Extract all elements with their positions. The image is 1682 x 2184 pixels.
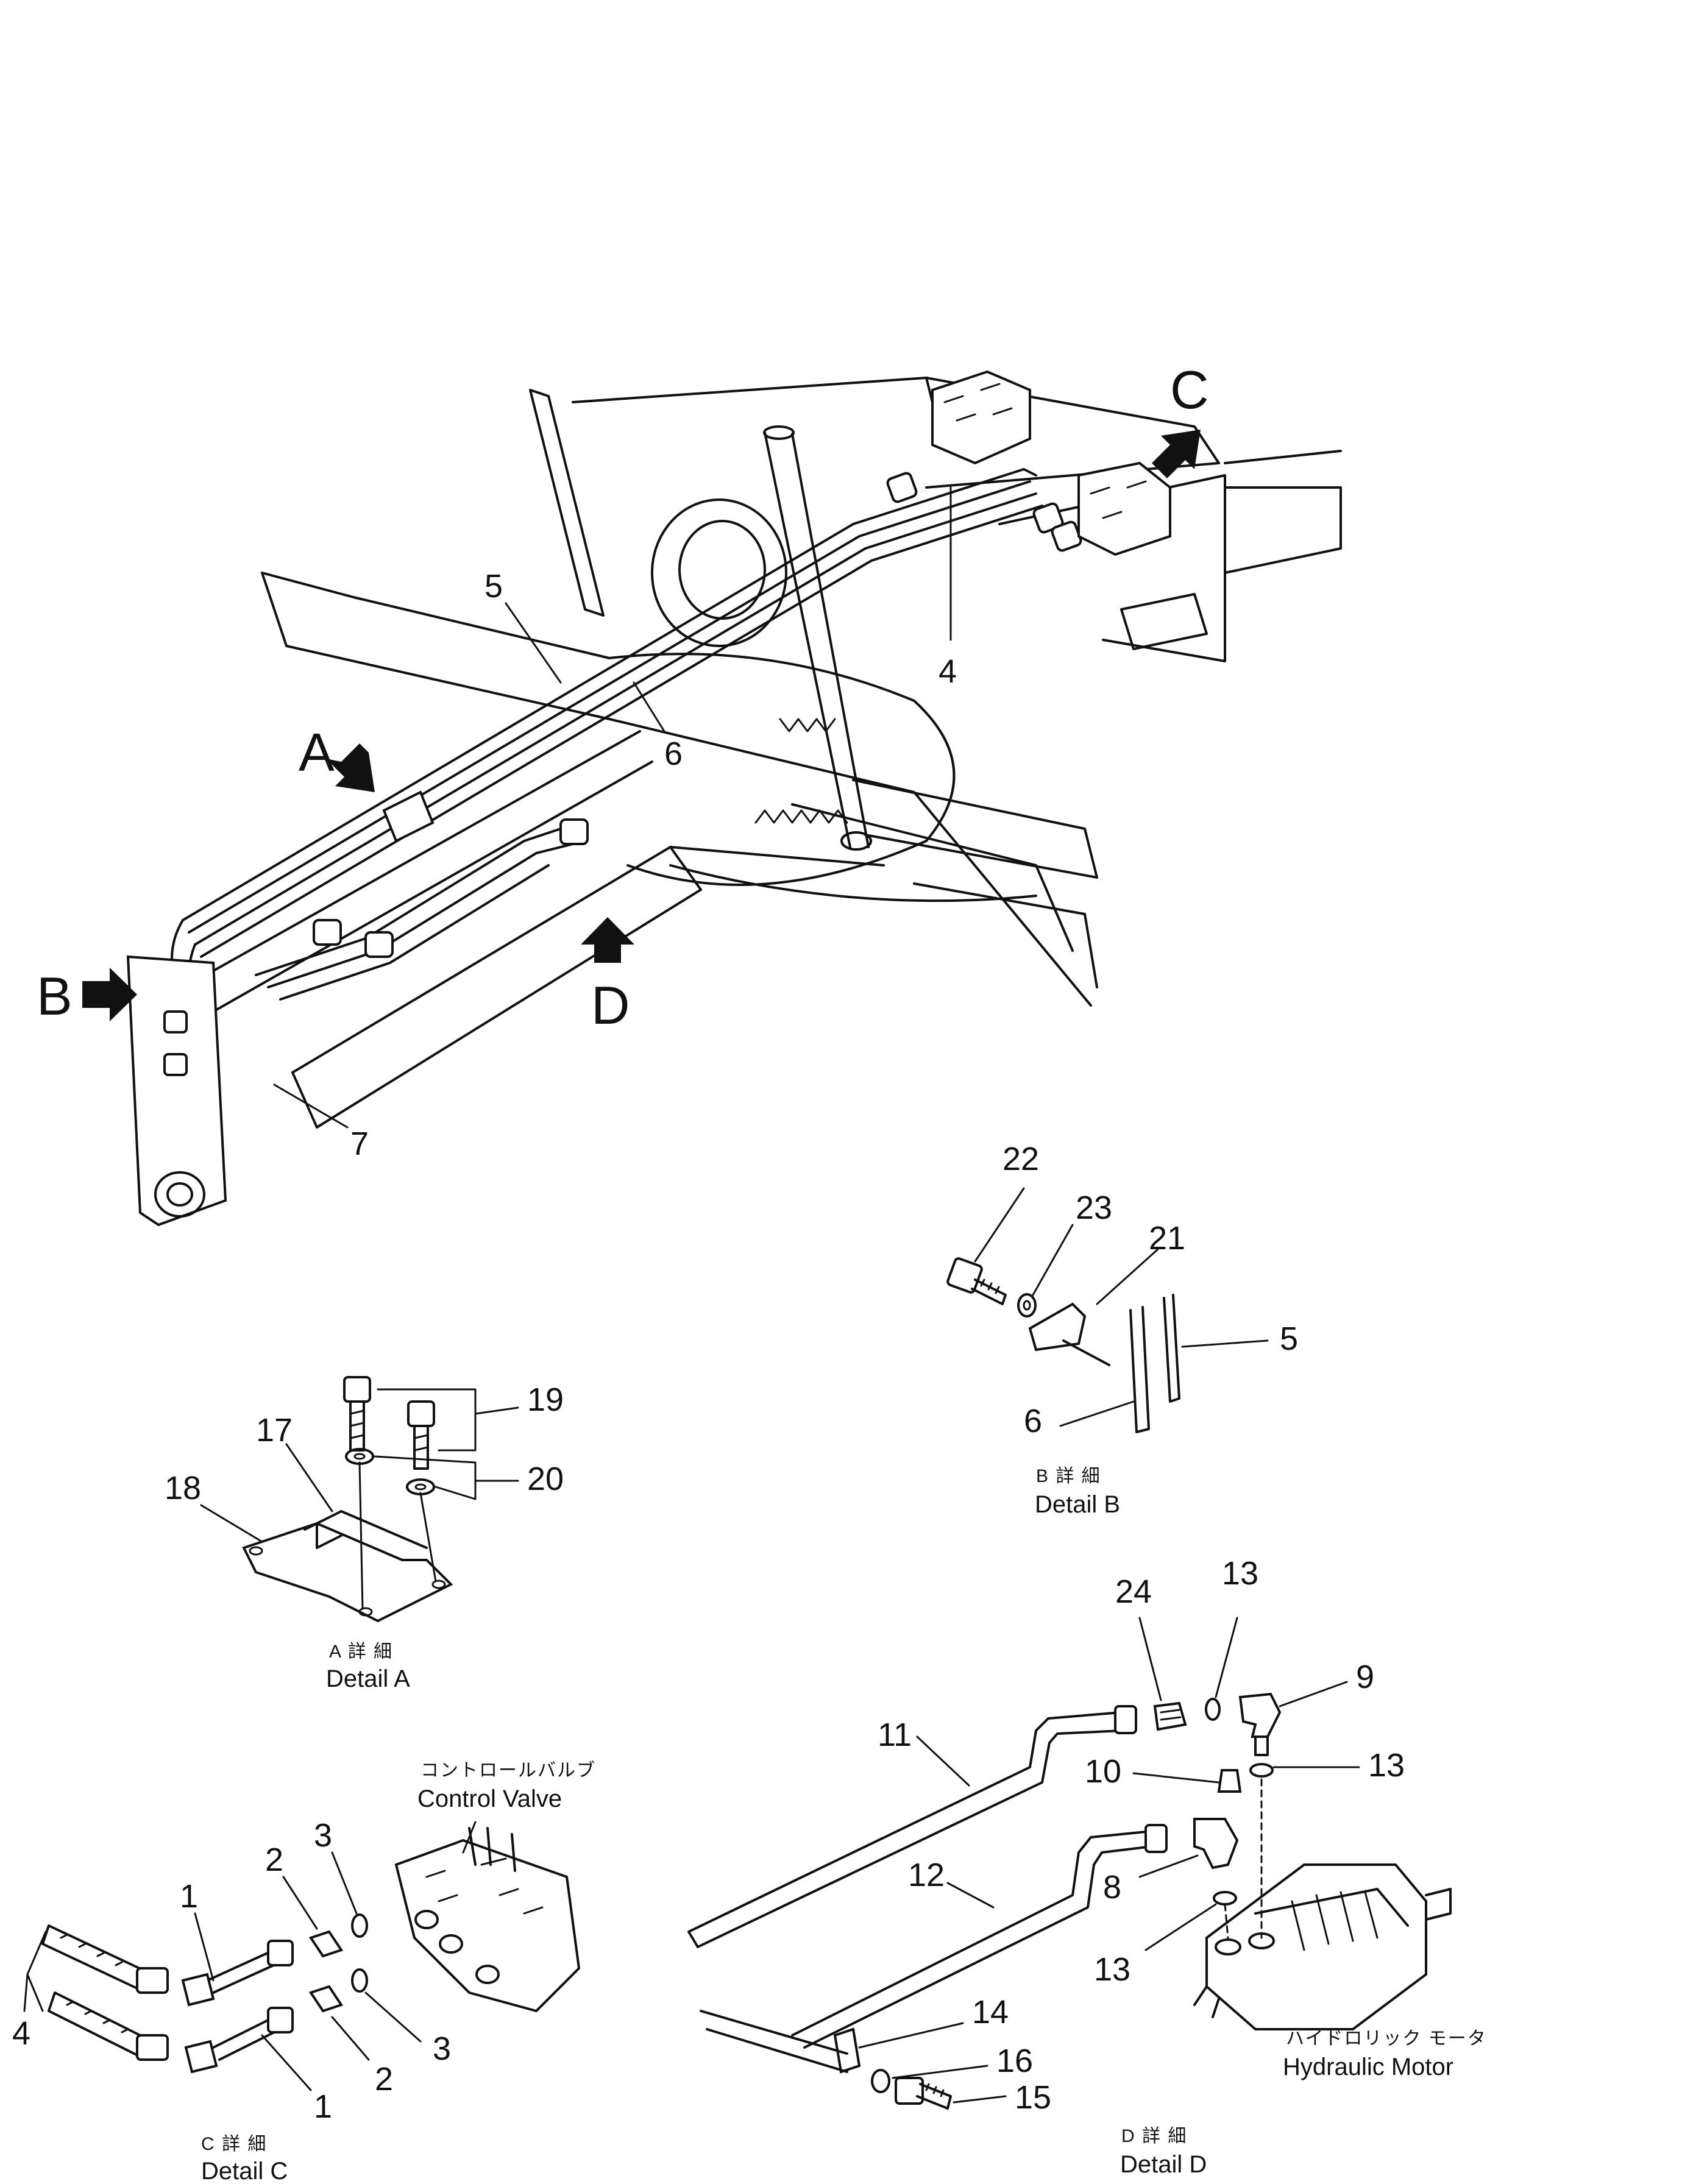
detail-b-caption-jp: B 詳 細 <box>1036 1466 1101 1486</box>
detail-d-caption-en: Detail D <box>1120 2151 1207 2178</box>
part-label-14: 14 <box>972 1994 1009 2030</box>
detail-c-caption-jp: C 詳 細 <box>201 2134 267 2154</box>
part-label-1-lower: 1 <box>314 2088 332 2125</box>
detail-d: 24 13 9 13 10 11 12 8 13 14 16 15 ハイドロリッ… <box>687 1555 1487 2178</box>
hydraulic-motor-label-en: Hydraulic Motor <box>1283 2054 1453 2080</box>
detail-c: 1 2 3 3 2 1 4 コントロールバルブ Control Valve C … <box>12 1760 596 2184</box>
part-label-22: 22 <box>1002 1141 1039 1177</box>
part-label-13-second: 13 <box>1368 1747 1405 1784</box>
part-label-18: 18 <box>165 1470 201 1506</box>
part-label-4: 4 <box>939 653 957 690</box>
part-label-19: 19 <box>527 1381 564 1418</box>
part-label-8: 8 <box>1103 1869 1121 1906</box>
part-label-3-upper: 3 <box>314 1817 332 1854</box>
part-label-5: 5 <box>484 568 503 604</box>
detail-d-caption-jp: D 詳 細 <box>1121 2126 1187 2146</box>
part-label-2-upper: 2 <box>265 1842 283 1878</box>
part-label-3-lower: 3 <box>433 2030 451 2067</box>
part-label-15: 15 <box>1015 2079 1051 2116</box>
control-valve-label-jp: コントロールバルブ <box>420 1760 596 1781</box>
part-label-6: 6 <box>664 736 683 772</box>
view-label-c: C <box>1170 360 1209 420</box>
main-assembly-view: C A B D 5 6 4 7 <box>37 360 1342 1227</box>
part-label-20: 20 <box>527 1461 564 1497</box>
detail-a: 19 20 17 18 A 詳 細 Detail A <box>165 1376 564 1692</box>
part-label-12: 12 <box>908 1857 945 1893</box>
part-label-17: 17 <box>256 1412 293 1448</box>
part-label-1-upper: 1 <box>180 1878 198 1915</box>
view-label-d: D <box>591 975 630 1035</box>
detail-c-caption-en: Detail C <box>201 2158 288 2184</box>
part-label-10: 10 <box>1085 1753 1121 1790</box>
part-label-5-detail-b: 5 <box>1280 1321 1298 1357</box>
part-label-24: 24 <box>1115 1573 1152 1610</box>
part-label-7: 7 <box>350 1126 369 1162</box>
part-label-6-detail-b: 6 <box>1024 1403 1042 1439</box>
part-label-2-lower: 2 <box>375 2061 393 2097</box>
view-c-arrow <box>1152 430 1201 478</box>
part-label-23: 23 <box>1076 1190 1112 1226</box>
detail-a-caption-jp: A 詳 細 <box>329 1642 393 1662</box>
view-label-b: B <box>37 966 73 1026</box>
view-d-arrow <box>581 917 634 963</box>
part-label-16: 16 <box>996 2043 1033 2079</box>
detail-a-caption-en: Detail A <box>326 1665 410 1692</box>
part-label-13-top: 13 <box>1222 1555 1258 1592</box>
part-label-4-detail-c: 4 <box>12 2015 30 2052</box>
part-label-9: 9 <box>1356 1659 1374 1695</box>
view-b-arrow <box>82 968 137 1021</box>
detail-b: 22 23 21 5 6 B 詳 細 Detail B <box>946 1141 1298 1518</box>
part-label-13-lower: 13 <box>1094 1951 1130 1988</box>
view-label-a: A <box>299 722 335 782</box>
hydraulic-motor-label-jp: ハイドロリック モータ <box>1286 2029 1487 2049</box>
part-label-21: 21 <box>1149 1220 1185 1257</box>
part-label-11: 11 <box>878 1717 912 1753</box>
detail-b-caption-en: Detail B <box>1035 1491 1120 1518</box>
view-a-arrow <box>326 743 375 792</box>
control-valve-label-en: Control Valve <box>417 1785 562 1812</box>
